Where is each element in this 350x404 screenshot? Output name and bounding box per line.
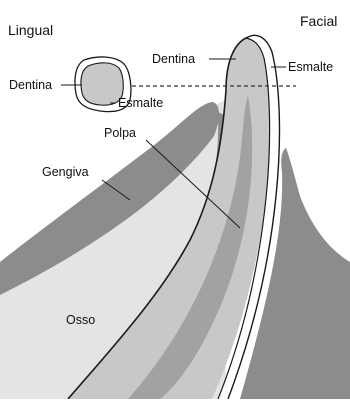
label-esmalte-tooth: Esmalte [288, 60, 333, 74]
label-esmalte-section: Esmalte [118, 96, 163, 110]
label-dentina-tooth: Dentina [152, 52, 195, 66]
label-osso: Osso [66, 313, 95, 327]
label-polpa: Polpa [104, 126, 136, 140]
label-lingual: Lingual [8, 22, 53, 38]
label-dentina-section: Dentina [9, 78, 52, 92]
label-facial: Facial [300, 13, 337, 29]
label-gengiva: Gengiva [42, 165, 89, 179]
section-dentin [81, 63, 123, 105]
